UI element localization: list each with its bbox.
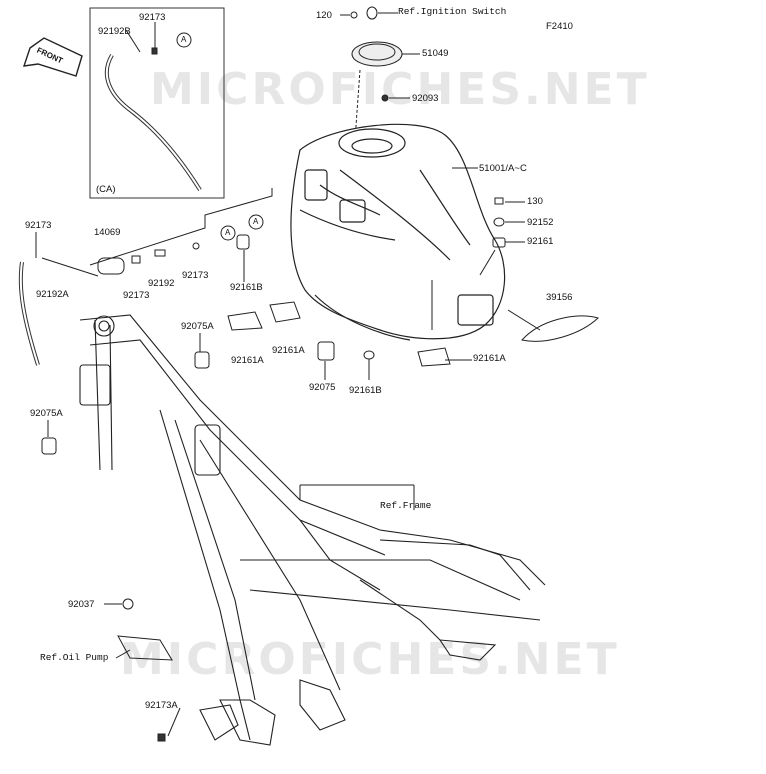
label-14069: 14069: [94, 227, 121, 238]
figure-code: F2410: [546, 21, 573, 32]
label-92093: 92093: [412, 93, 439, 104]
label-130: 130: [527, 196, 543, 207]
label-51001: 51001/A~C: [479, 163, 527, 174]
ref-marker-hose: A: [225, 228, 231, 237]
ref-marker-circle-hose: [220, 225, 236, 241]
label-92152: 92152: [527, 217, 554, 228]
label-92161A-b: 92161A: [272, 345, 305, 356]
label-inset-variant: (CA): [96, 184, 116, 195]
label-92192: 92192: [148, 278, 175, 289]
front-arrow-icon: [22, 37, 83, 77]
label-120: 120: [316, 10, 332, 21]
watermark-top: MICROFICHES.NET: [150, 64, 650, 115]
label-92161B-b: 92161B: [349, 385, 382, 396]
label-92192A: 92192A: [36, 289, 69, 300]
label-51049: 51049: [422, 48, 449, 59]
label-92037: 92037: [68, 599, 95, 610]
label-92173A: 92173A: [145, 700, 178, 711]
ref-marker-tank: A: [253, 217, 259, 226]
frame: [79, 314, 546, 746]
label-92173-c: 92173: [182, 270, 209, 281]
label-92161: 92161: [527, 236, 554, 247]
label-92075A-a: 92075A: [181, 321, 214, 332]
label-ref-frame: Ref.Frame: [380, 500, 432, 511]
label-92161A-a: 92161A: [231, 355, 264, 366]
fuel-tank: [290, 123, 506, 341]
label-92075: 92075: [309, 382, 336, 393]
ref-marker-circle-inset: [176, 32, 192, 48]
label-92173-b: 92173: [123, 290, 150, 301]
label-92161A-c: 92161A: [473, 353, 506, 364]
hose-92192A: [18, 261, 40, 366]
label-39156: 39156: [546, 292, 573, 303]
label-inset-92192B: 92192B: [98, 26, 131, 37]
label-92173-left: 92173: [25, 220, 52, 231]
watermark-bottom: MICROFICHES.NET: [120, 634, 620, 685]
ref-marker-inset: A: [181, 35, 187, 44]
pad-39156: [521, 315, 600, 342]
ref-marker-circle-tank: [248, 214, 264, 230]
inset-box: [89, 7, 225, 199]
label-inset-92173: 92173: [139, 12, 166, 23]
label-ref-oil-pump: Ref.Oil Pump: [40, 652, 109, 663]
label-92075A-b: 92075A: [30, 408, 63, 419]
label-ref-ignition: Ref.Ignition Switch: [398, 6, 507, 17]
label-92161B-a: 92161B: [230, 282, 263, 293]
